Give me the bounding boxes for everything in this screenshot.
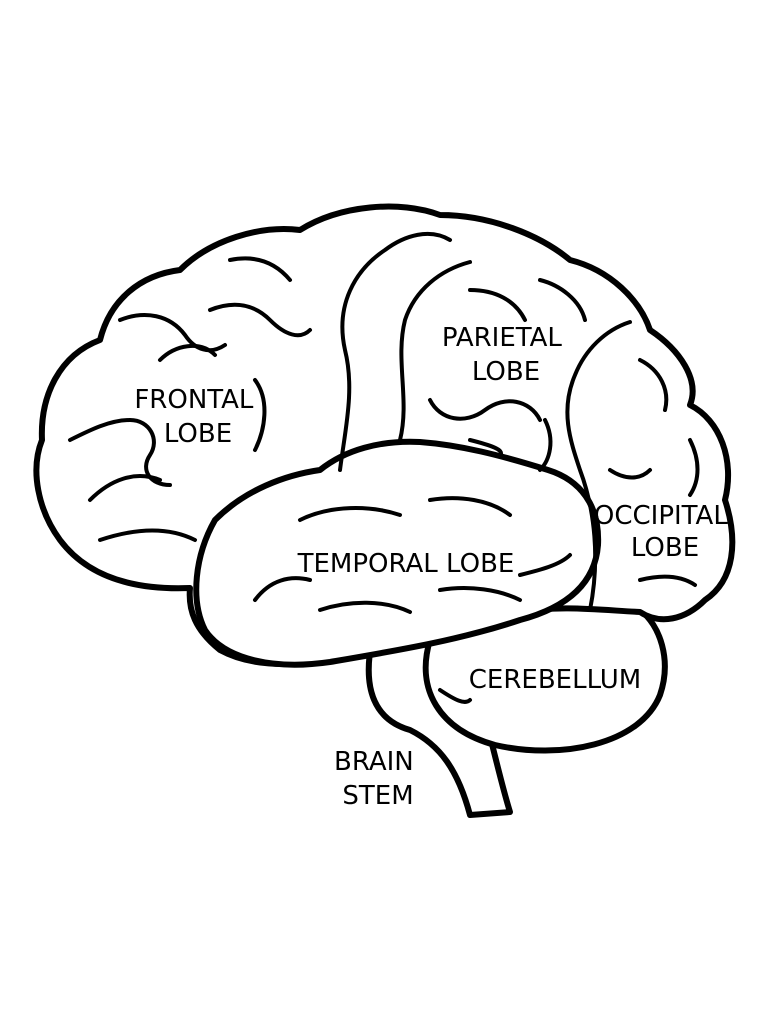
brain-stem-label: BRAIN STEM: [334, 747, 422, 811]
temporal-lobe-label: TEMPORAL LOBE: [297, 549, 515, 579]
cerebellum-label: CEREBELLUM: [469, 665, 641, 695]
